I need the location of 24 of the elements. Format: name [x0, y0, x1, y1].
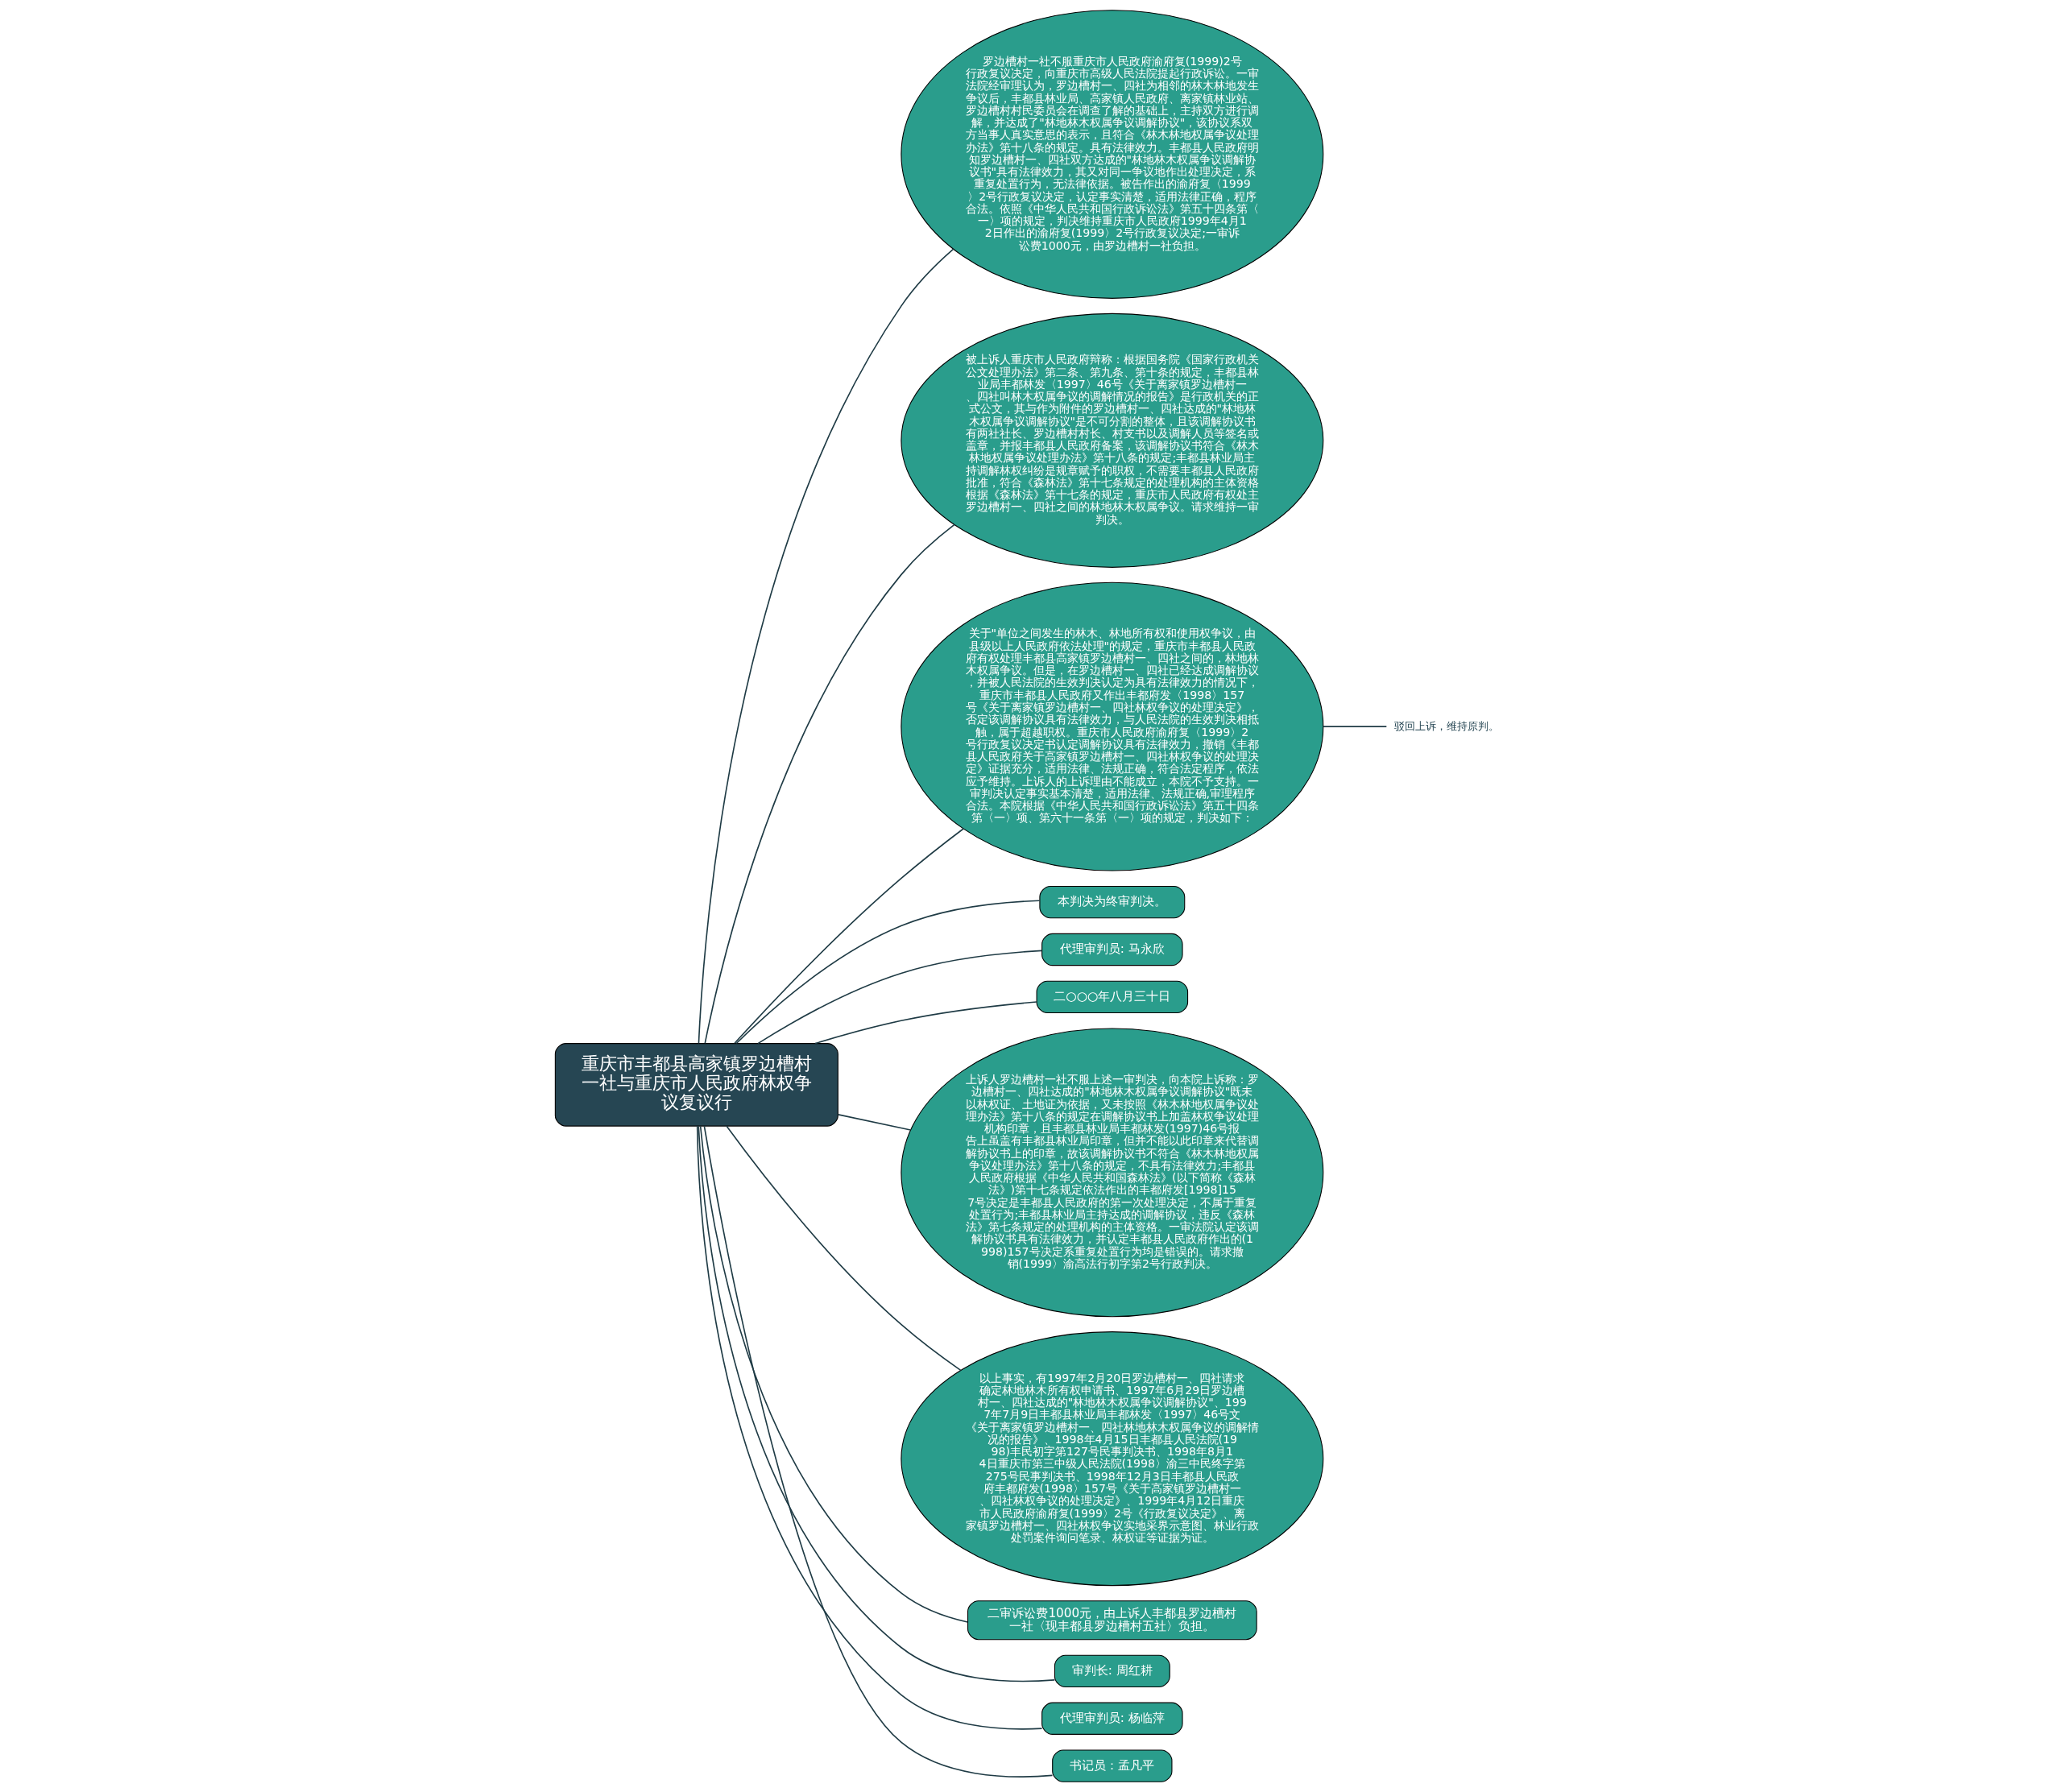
connector [704, 524, 955, 1045]
node-ellipse: 上诉人罗边槽村一社不服上述一审判决，向本院上诉称：罗边槽村一、四社达成的"林地林木权属争议调解协议"既未以林权证、土地证为依据，又未按照《林木林地权属争议处理办法》第十八条的规定在调解协议书上加盖林权争议处理机构印章，且丰都县林业局丰都林发(1997)46号报告上虽盖有丰都县林业局印章，但并不能以此印章来代替调解协议书上的印章，故该调解协议书不符合《林木林地权属争议处理办法》第十八条的规定，不具有法律效力;丰都县人民政府根据《中华人民共和国森林法》(以下简称《森林法》)第十七条规定依法作出的丰都府发[1998]157号决定是丰都县人民政府的第一次处理决定，不属于重复处置行为;丰都县林业局主持达成的调解协议，违反《森林法》第七条规定的处理机构的主体资格。一审法院认定该调解协议书具有法律效力，并认定丰都县人民政府作出的(1998)157号决定系重复处置行为均是错误的。请求撤销(1999〉渝高法行初字第2号行政判决。 [901, 1028, 1324, 1318]
node-box: 代理审判员: 杨临萍 [1041, 1702, 1183, 1735]
connector [814, 1001, 1037, 1045]
connector [735, 900, 1041, 1045]
node-ellipse: 以上事实，有1997年2月20日罗边槽村一、四社请求确定林地林木所有权申请书、1997年6月29日罗边槽村一、四社达成的"林地林木权属争议调解协议"、1997年7月9日丰都县林业局丰都林发〈1997〉46号文《关于离家镇罗边槽村一、四社林地林木权属争议的调解情况的报告》、1998年4月15日丰都县人民法院(1998)丰民初字第127号民事判决书、1998年8月14日重庆市第三中级人民法院(1998〉渝三中民终字第275号民事判决书、1998年12月3日丰都县人民政府丰都府发(1998〉157号《关于高家镇罗边槽村一、四社林权争议的处理决定》、1999年4月12日重庆市人民政府渝府复(1999〉2号《行政复议决定》、离家镇罗边槽村一、四社林权争议实地采界示意图、林业行政处罚案件询问笔录、林权证等证据为证。 [901, 1331, 1324, 1587]
node-ellipse: 罗边槽村一社不服重庆市人民政府渝府复(1999)2号行政复议决定，向重庆市高级人民法院提起行政诉讼。一审法院经审理认为，罗边槽村一、四社为相邻的林木林地发生争议后，丰都县林业局、高家镇人民政府、离家镇林业站、罗边槽村村民委员会在调查了解的基础上，主持双方进行调解，并达成了"林地林木权属争议调解协议"，该协议系双方当事人真实意思的表示，且符合《林木林地权属争议处理办法》第十八条的规定。具有法律效力。丰都县人民政府明知罗边槽村一、四社双方达成的"林地林木权属争议调解协议书"具有法律效力，其又对同一争议地作出处理决定，系重复处置行为，无法律依据。被告作出的渝府复〈1999〉2号行政复议决定，认定事实清楚，适用法律正确，程序合法。依照《中华人民共和国行政诉讼法》第五十四条第〈一〉项的规定，判决维持重庆市人民政府1999年4月12日作出的渝府复(1999〉2号行政复议决定;一审诉讼费1000元，由罗边槽村一社负担。 [901, 10, 1324, 299]
node-box: 代理审判员: 马永欣 [1041, 933, 1183, 966]
connector [698, 248, 954, 1045]
connector [699, 1125, 969, 1623]
connector [757, 950, 1043, 1045]
connector [1323, 726, 1388, 727]
node-box: 二○○○年八月三十日 [1036, 980, 1189, 1014]
connector [734, 828, 964, 1045]
node-ellipse: 被上诉人重庆市人民政府辩称：根据国务院《国家行政机关公文处理办法》第二条、第九条、第十条的规定，丰都县林业局丰都林发〈1997〉46号《关于离家镇罗边槽村一、四社叫林木权属争议的调解情况的报告》是行政机关的正式公文，其与作为附件的罗边槽村一、四社达成的"林地林木权属争议调解协议"是不可分割的整体，且该调解协议书有两社社长、罗边槽村村长、村支书以及调解人员等签名或盖章，并报丰都县人民政府备案，该调解协议书符合《林木林地权属争议处理办法》第十八条的规定;丰都县林业局主持调解林权纠纷是规章赋予的职权，不需要丰都县人民政府批准，符合《森林法》第十七条规定的处理机构的主体资格根据《森林法》第十七条的规定，重庆市人民政府有权处主罗边槽村一、四社之间的林地林木权属争议。请求维持一审判决。 [901, 312, 1324, 568]
node-box: 二审诉讼费1000元，由上诉人丰都县罗边槽村一社〈现丰都县罗边槽村五社〉负担。 [967, 1600, 1257, 1641]
connector [837, 1114, 912, 1131]
node-box: 本判决为终审判决。 [1039, 886, 1186, 919]
connector [726, 1125, 962, 1372]
node-box: 重庆市丰都县高家镇罗边槽村一社与重庆市人民政府林权争议复议行 [554, 1043, 838, 1127]
node-text: 驳回上诉，维持原判。 [1393, 719, 1499, 732]
node-box: 书记员：孟凡平 [1052, 1749, 1173, 1782]
node-ellipse: 关于"单位之间发生的林木、林地所有权和使用权争议，由县级以上人民政府依法处理"的规定，重庆市丰都县人民政府有权处理丰都县高家镇罗边槽村一、四社之间的，林地林木权属争议。但是，在罗边槽村一、四社已经达成调解协议，并被人民法院的生效判决认定为具有法律效力的情况下，重庆市丰都县人民政府又作出丰都府发〈1998〉157号《关于离家镇罗边槽村一、四社林权争议的处理决定》，否定该调解协议具有法律效力，与人民法院的生效判决相抵触，属于超越职权。重庆市人民政府渝府复〈1999〉2号行政复议决定书认定调解协议具有法律效力，撤销《丰都县人民政府关于高家镇罗边槽村一、四社林权争议的处理决定》证据充分，适用法律、法规正确，符合法定程序，依法应予维持。上诉人的上诉理由不能成立，本院不予支持。一审判决认定事实基本清楚，适用法律、法规正确,审理程序合法。本院根据《中华人民共和国行政诉讼法》第五十四条第〈一〉项、第六十一条第〈一〉项的规定，判决如下： [901, 581, 1324, 871]
node-box: 审判长: 周红耕 [1054, 1654, 1170, 1688]
